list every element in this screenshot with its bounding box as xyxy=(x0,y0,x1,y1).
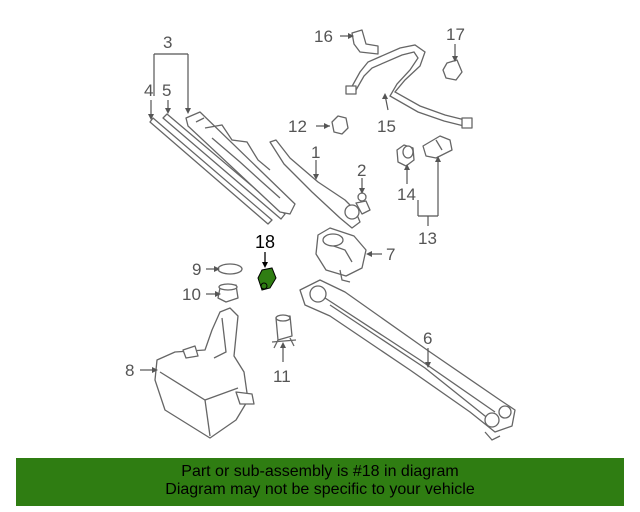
callout-18: 18 xyxy=(255,232,275,252)
filler-cap xyxy=(217,283,239,303)
wiper-motor xyxy=(315,227,367,283)
callout-16: 16 xyxy=(314,27,333,46)
callout-10: 10 xyxy=(182,285,201,304)
callout-9: 9 xyxy=(192,260,201,279)
banner-line-1: Part or sub-assembly is #18 in diagram xyxy=(181,463,459,480)
callout-8: 8 xyxy=(125,361,134,380)
wiper-arm xyxy=(269,139,361,229)
callout-1: 1 xyxy=(311,143,320,162)
washer-reservoir xyxy=(154,307,255,439)
callout-13: 13 xyxy=(418,229,437,248)
callout-3: 3 xyxy=(163,33,172,52)
parts-diagram: 1 2 3 4 5 6 7 8 9 10 11 12 13 14 15 16 1… xyxy=(125,25,516,441)
arrowheads xyxy=(148,33,458,373)
reservoir-cap xyxy=(217,263,243,275)
callout-4: 4 xyxy=(144,81,153,100)
washer-hose xyxy=(345,44,473,129)
banner-line-2: Diagram may not be specific to your vehi… xyxy=(165,481,475,498)
washer-pump xyxy=(271,314,297,349)
grommet xyxy=(331,115,349,135)
hose-clip xyxy=(351,29,379,55)
callout-2: 2 xyxy=(357,161,366,180)
callout-17: 17 xyxy=(446,25,465,44)
callout-15: 15 xyxy=(377,117,396,136)
callout-labels: 1 2 3 4 5 6 7 8 9 10 11 12 13 14 15 16 1… xyxy=(125,25,465,386)
washer-nozzle xyxy=(396,135,453,167)
callout-5: 5 xyxy=(162,81,171,100)
info-banner: Part or sub-assembly is #18 in diagram D… xyxy=(16,458,624,506)
wiper-linkage xyxy=(299,279,516,441)
callout-12: 12 xyxy=(288,117,307,136)
hose-connector xyxy=(442,59,463,81)
callout-6: 6 xyxy=(423,329,432,348)
part-18-highlighted xyxy=(257,267,277,291)
callout-14: 14 xyxy=(397,185,416,204)
wiper-blade-assembly xyxy=(149,111,296,225)
callout-11: 11 xyxy=(273,367,291,386)
callout-7: 7 xyxy=(386,245,395,264)
